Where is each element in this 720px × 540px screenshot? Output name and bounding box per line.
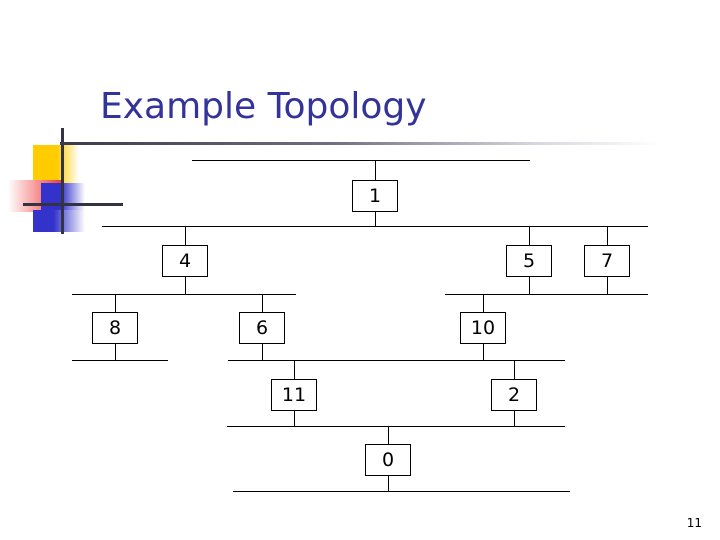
topology-stem-2-up xyxy=(514,360,515,379)
topology-bus-under-0 xyxy=(233,491,570,492)
topology-node-10[interactable]: 10 xyxy=(460,312,506,344)
topology-bus-under-8 xyxy=(72,360,168,361)
topology-bus-under-4 xyxy=(72,294,296,295)
topology-stem-1-up xyxy=(375,160,376,180)
topology-node-1[interactable]: 1 xyxy=(352,180,398,212)
topology-stem-8-up xyxy=(115,294,116,312)
topology-stem-5-down xyxy=(529,277,530,294)
topology-node-2[interactable]: 2 xyxy=(491,379,537,411)
topology-stem-2-down xyxy=(514,411,515,426)
topology-stem-11-up xyxy=(294,360,295,379)
topology-stem-5-up xyxy=(529,226,530,245)
topology-stem-0-down xyxy=(388,476,389,491)
topology-bus-under-11-2 xyxy=(227,426,565,427)
topology-stem-6-up xyxy=(262,294,263,312)
topology-stem-7-down xyxy=(607,277,608,294)
topology-node-8[interactable]: 8 xyxy=(92,312,138,344)
topology-stem-6-down xyxy=(262,344,263,360)
topology-node-6[interactable]: 6 xyxy=(239,312,285,344)
topology-stem-4-down xyxy=(185,277,186,294)
topology-stem-4-up xyxy=(185,226,186,245)
topology-node-11[interactable]: 11 xyxy=(271,379,317,411)
topology-stem-7-up xyxy=(607,226,608,245)
page-number: 11 xyxy=(686,516,702,530)
topology-bus-under-6 xyxy=(228,360,565,361)
topology-stem-1-down xyxy=(375,212,376,226)
page-title: Example Topology xyxy=(100,86,427,127)
topology-stem-10-up xyxy=(483,294,484,312)
topology-node-0[interactable]: 0 xyxy=(365,444,411,476)
topology-node-4[interactable]: 4 xyxy=(162,245,208,277)
topology-stem-0-up xyxy=(388,426,389,444)
topology-node-5[interactable]: 5 xyxy=(506,245,552,277)
topology-node-7[interactable]: 7 xyxy=(584,245,630,277)
topology-bus-top xyxy=(192,160,530,161)
topology-bus-under-5-7 xyxy=(445,294,648,295)
topology-stem-8-down xyxy=(115,344,116,360)
topology-stem-11-down xyxy=(294,411,295,426)
title-underline-rule xyxy=(60,142,660,145)
topology-bus-under-1 xyxy=(102,226,648,227)
topology-stem-10-down xyxy=(483,344,484,360)
